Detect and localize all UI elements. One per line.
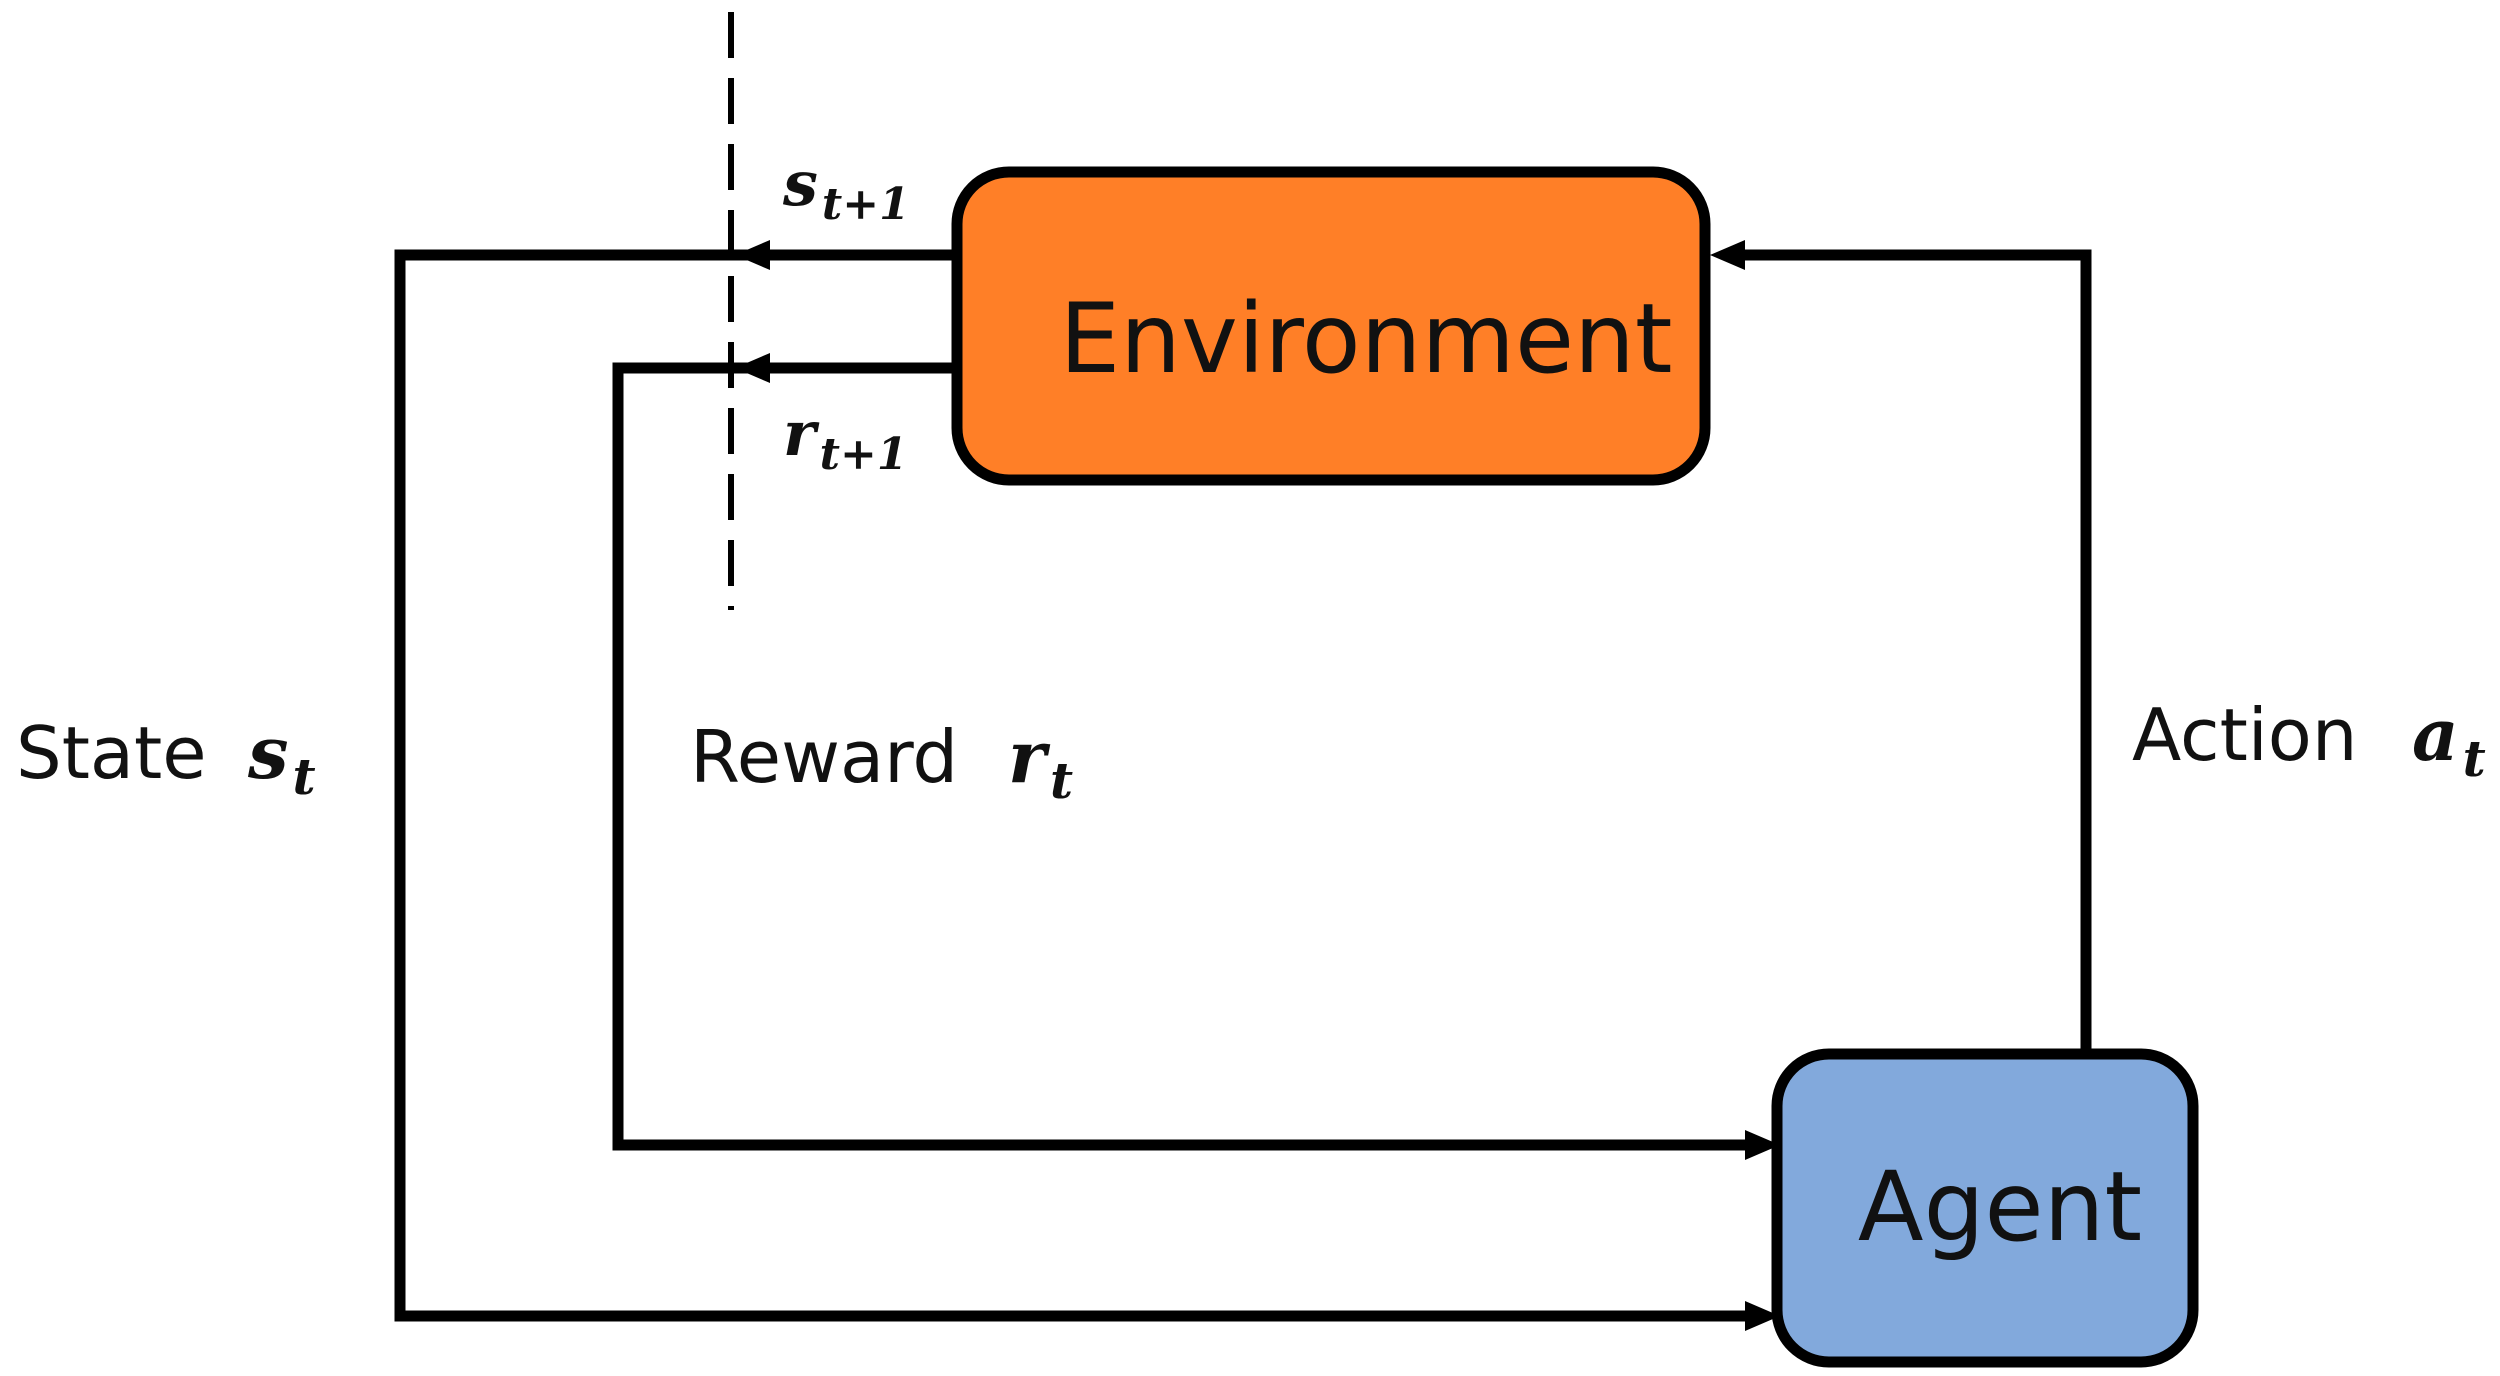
reward-next-arrowhead (735, 353, 770, 383)
next-state-label: st+1 (782, 147, 910, 230)
reward-path (612, 362, 1745, 1151)
state-path (394, 249, 1745, 1322)
state-agent-arrowhead (1745, 1301, 1780, 1331)
reward-math: rt (1008, 714, 1073, 810)
reward-subscript: t (1050, 751, 1073, 810)
reward-text: Reward (690, 715, 958, 799)
state-math: st (247, 710, 316, 806)
action-path (1745, 249, 2092, 1052)
action-arrowhead (1710, 240, 1745, 270)
next-state-symbol: s (782, 147, 818, 220)
state-subscript: t (293, 747, 316, 806)
state-next-arrowhead (735, 240, 770, 270)
reward-symbol: r (1008, 714, 1051, 799)
agent-label: Agent (1858, 1151, 2142, 1263)
action-text: Action (2132, 693, 2358, 777)
agent-node: Agent (1771, 1048, 2199, 1368)
action-label: Action (2132, 693, 2358, 777)
next-reward-symbol: r (783, 397, 820, 470)
reward-agent-arrowhead (1745, 1130, 1780, 1160)
environment-label: Environment (1060, 283, 1673, 395)
state-text: State (16, 711, 207, 795)
environment-node: Environment (951, 166, 1711, 486)
action-subscript: t (2463, 729, 2486, 788)
agent-box (1771, 1048, 2199, 1368)
state-label: State (16, 711, 207, 795)
next-reward-subscript: t+1 (820, 429, 908, 480)
next-reward-label: rt+1 (783, 397, 907, 480)
state-symbol: s (247, 710, 289, 795)
environment-box (951, 166, 1711, 486)
action-symbol: a (2412, 692, 2459, 777)
action-math: at (2412, 692, 2486, 788)
reward-label: Reward (690, 715, 958, 799)
next-state-subscript: t+1 (822, 179, 910, 230)
